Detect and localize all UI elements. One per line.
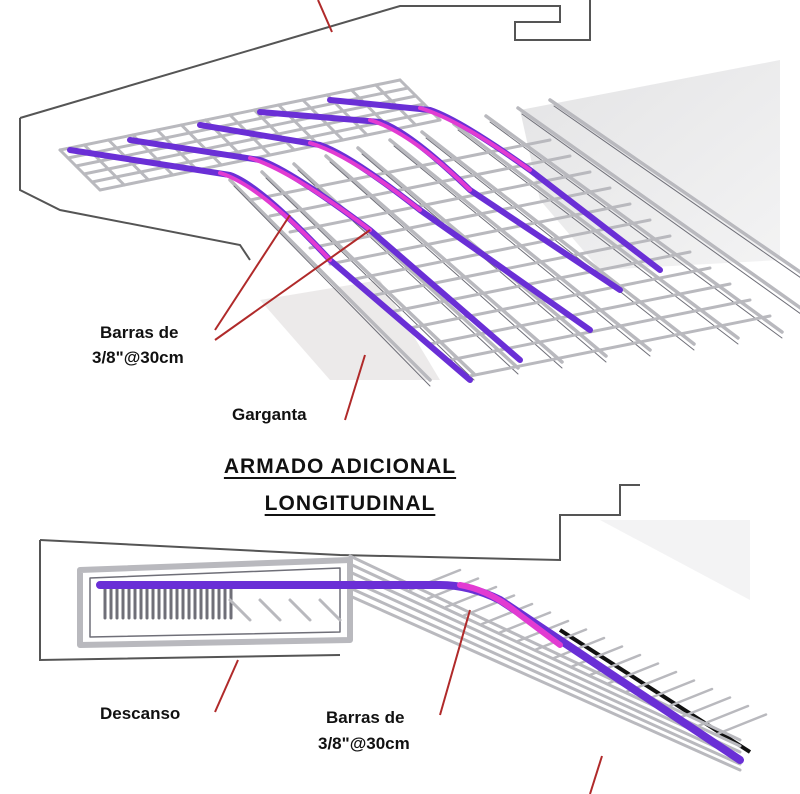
top-flight-crossbar bbox=[388, 250, 692, 314]
bottom-additional-bar bbox=[96, 581, 744, 764]
top-flight-crossbar bbox=[348, 218, 652, 282]
top-flight-bar bbox=[548, 98, 800, 274]
bottom-cage-bar bbox=[318, 598, 342, 622]
top-flight-bar-shade bbox=[553, 105, 800, 278]
bottom-flight-crossbar bbox=[480, 602, 534, 626]
bottom-additional-bar-highlight bbox=[457, 582, 563, 648]
top-leader-bars-2 bbox=[214, 229, 371, 341]
top-throat-label: Garganta bbox=[232, 405, 307, 424]
bottom-cage-outline bbox=[77, 557, 353, 648]
top-leader-edge bbox=[317, 0, 333, 33]
bottom-stair-diagram bbox=[39, 484, 768, 794]
diagram-title-line1: ARMADO ADICIONAL bbox=[223, 455, 457, 478]
bottom-flight-crossbar bbox=[588, 653, 642, 677]
bottom-leader-bars bbox=[439, 609, 471, 716]
bottom-bars-label-line1: Barras de bbox=[326, 708, 405, 727]
top-flight-bar-shade bbox=[457, 129, 739, 345]
bottom-cage-bar bbox=[228, 598, 252, 622]
top-rebar-longitudinal bbox=[98, 118, 442, 192]
bottom-flight-crossbar bbox=[660, 687, 714, 711]
top-additional-bar-highlight bbox=[248, 156, 372, 232]
bottom-flight-crossbar bbox=[570, 645, 624, 668]
bottom-flight-bar bbox=[348, 570, 742, 754]
top-flight-crossbar bbox=[328, 202, 632, 266]
top-additional-bar-highlight bbox=[308, 141, 422, 212]
top-bars-label-line2: 3/8"@30cm bbox=[92, 348, 184, 367]
top-flight-bar-shade bbox=[393, 145, 651, 357]
top-flight-crossbar bbox=[448, 298, 752, 362]
top-flight-crossbar bbox=[368, 234, 672, 298]
top-flight-bar bbox=[260, 170, 476, 376]
bottom-cage-bar bbox=[258, 598, 282, 622]
top-rebar-transverse bbox=[58, 148, 102, 192]
bottom-flight-bar bbox=[348, 578, 742, 760]
bottom-flight-bar bbox=[348, 594, 742, 772]
bottom-landing-label: Descanso bbox=[100, 704, 181, 723]
bottom-concrete-outline bbox=[39, 484, 640, 562]
bottom-leader-landing bbox=[214, 659, 239, 713]
top-leader-throat bbox=[344, 354, 366, 421]
diagram-title-line2: LONGITUDINAL bbox=[264, 492, 436, 515]
bottom-flight-crossbar bbox=[462, 594, 516, 617]
bottom-flight-crossbar bbox=[714, 713, 768, 736]
top-stair-diagram bbox=[19, 0, 800, 421]
bottom-flight-crossbar bbox=[696, 704, 750, 728]
bottom-cage-bar bbox=[288, 598, 312, 622]
top-flight-bar bbox=[228, 178, 432, 382]
top-flight-bar bbox=[324, 154, 564, 364]
top-additional-bar-highlight bbox=[218, 171, 332, 262]
top-flight-crossbar bbox=[468, 314, 772, 378]
top-flight-crossbar bbox=[408, 266, 712, 330]
top-additional-bars bbox=[67, 97, 663, 383]
top-rebar-transverse bbox=[252, 108, 296, 152]
bottom-flight-crossbar bbox=[678, 696, 732, 719]
top-bars-label-line1: Barras de bbox=[100, 323, 179, 342]
bottom-bars-label-line2: 3/8"@30cm bbox=[318, 734, 410, 753]
top-additional-bar-highlight bbox=[418, 106, 532, 172]
top-flight-crossbar bbox=[288, 170, 592, 234]
top-additional-bar-highlight bbox=[368, 118, 472, 192]
top-concrete-outline bbox=[19, 0, 591, 119]
top-flight-crossbar bbox=[428, 282, 732, 346]
bottom-cage-inner bbox=[89, 567, 341, 638]
bottom-leader-extra bbox=[589, 755, 603, 794]
top-leader-bars-1 bbox=[214, 214, 291, 331]
top-flight-bar bbox=[516, 106, 800, 310]
top-flight-bar-shade bbox=[425, 137, 695, 351]
top-rebar-longitudinal bbox=[58, 78, 402, 152]
bottom-flight-bar bbox=[348, 586, 742, 766]
top-flight-bar-shade bbox=[233, 185, 431, 387]
top-rebar-transverse bbox=[179, 123, 223, 167]
top-flight-bar-shade bbox=[521, 113, 800, 314]
top-flight-bar-shade bbox=[265, 177, 475, 381]
